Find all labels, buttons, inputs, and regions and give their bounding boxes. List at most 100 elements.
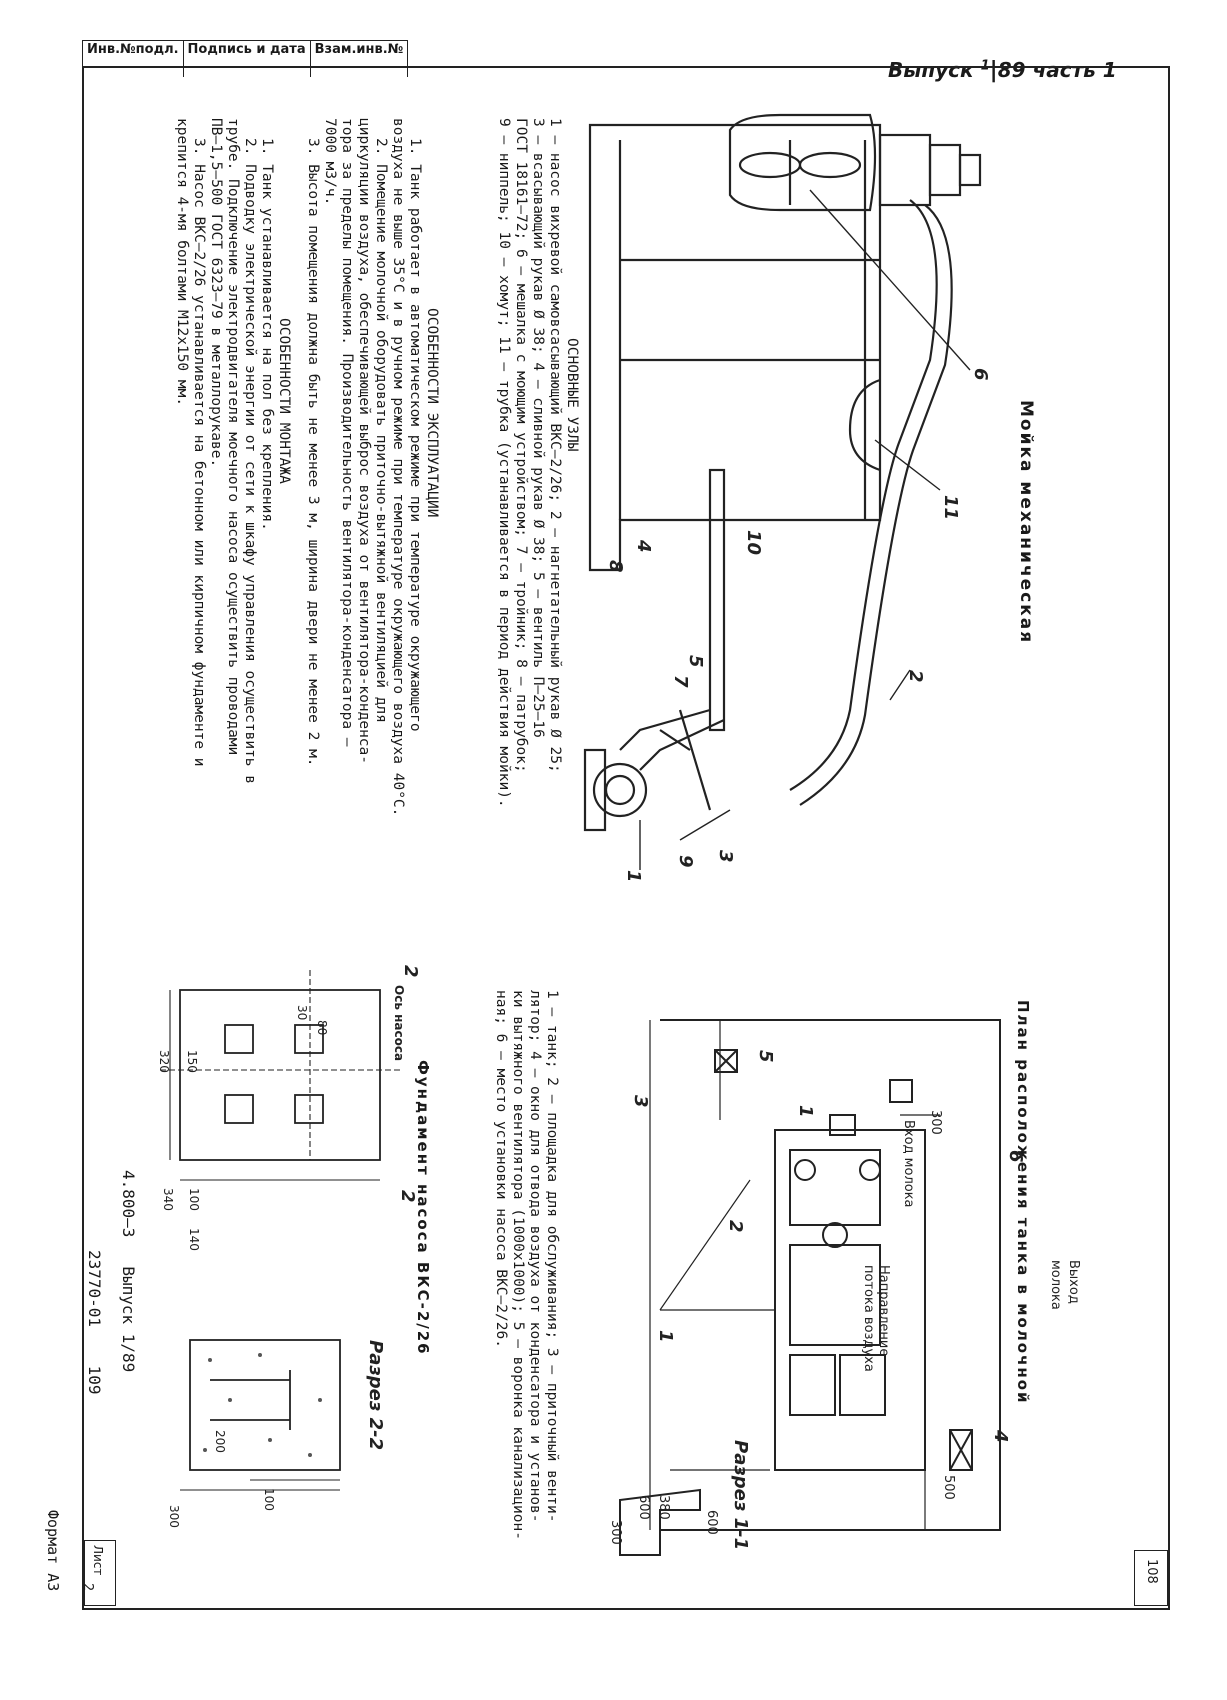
issue-label: Выпуск <box>888 58 974 82</box>
plan-legend-line-2: лятор; 4 – окно для отвода воздуха от ко… <box>527 990 543 1523</box>
foundation-dim-140: 140 <box>187 1228 201 1251</box>
main-nodes-block: ОСНОВНЫЕ УЗЛЫ 1 – насос вихревой самовса… <box>495 118 580 808</box>
foundation-cut-left: 2 <box>400 965 420 978</box>
plan-callout-6: 6 <box>1005 1150 1026 1163</box>
mounting-heading: ОСОБЕННОСТИ МОНТАЖА <box>276 318 292 484</box>
plan-dim-600v: 600 <box>636 1495 651 1520</box>
plan-callout-2: 2 <box>725 1220 746 1233</box>
callout-10: 10 <box>743 530 764 555</box>
callout-4: 4 <box>633 539 654 553</box>
titleblock-inv: 23770-01 109 <box>85 1250 104 1395</box>
mounting-line-3: трубе. Подключение электродвигателя моеч… <box>225 118 241 756</box>
mixer-body <box>728 113 877 212</box>
pressure-hose <box>789 199 938 791</box>
callout-8: 8 <box>605 560 626 573</box>
stamp-inv-no: Инв.№подл. <box>83 41 184 77</box>
plan-legend-line-1: 1 – танк; 2 – площадка для обслуживания;… <box>544 990 560 1523</box>
foundation-dim-100b: 100 <box>262 1488 276 1511</box>
mounting-line-1: 1. Танк устанавливается на пол без крепл… <box>259 138 275 531</box>
drawing-frame <box>82 66 1170 1610</box>
operation-line-4: циркуляции воздуха, обеспечивающей выбро… <box>356 118 372 765</box>
plan-callout-1b: 1 <box>795 1105 816 1118</box>
exhaust-window <box>949 1429 973 1471</box>
plan-legend: 1 – танк; 2 – площадка для обслуживания;… <box>492 990 560 1540</box>
plan-dim-500: 500 <box>941 1475 956 1500</box>
corner-page-number: 108 <box>1144 1559 1159 1584</box>
plan-legend-line-3: ки вытяжного вентилятора (1000х1000); 5 … <box>510 990 526 1540</box>
foundation-dim-150: 150 <box>185 1050 199 1073</box>
mounting-block: ОСОБЕННОСТИ МОНТАЖА 1. Танк устанавливае… <box>173 118 292 784</box>
washer-drawing: 6 11 2 10 8 4 5 7 3 9 1 <box>583 113 991 880</box>
callout-9: 9 <box>675 855 696 868</box>
foundation-dim-320: 320 <box>157 1050 171 1073</box>
issue-code: 89 <box>997 58 1026 82</box>
plan-legend-line-4: ная; 6 – место установки насоса ВКС–2/26… <box>493 990 509 1348</box>
tank-plan <box>774 1129 926 1471</box>
main-nodes-line-3: ГОСТ 18161–72; 6 – мешалка с моющим устр… <box>513 118 529 773</box>
issue-num: 1 <box>980 58 990 74</box>
foundation-axis-label: Ось насоса <box>392 985 406 1061</box>
plan-milk-out: Выход <box>1066 1260 1081 1304</box>
titleblock-format-text: Формат А3 <box>44 1510 62 1592</box>
callout-5: 5 <box>685 655 706 668</box>
operation-block: ОСОБЕННОСТИ ЭКСПЛУАТАЦИИ 1. Танк работае… <box>304 118 440 816</box>
callout-3: 3 <box>715 850 736 863</box>
titleblock-code: 4.800–3 <box>119 1170 138 1238</box>
plan-air-dir-1: Направление <box>876 1265 891 1356</box>
plan-milk-in: Вход молока <box>901 1120 916 1208</box>
operation-line-3: 2. Помещение молочной оборудовать приточ… <box>373 138 389 723</box>
titleblock-issue: Выпуск 1/89 <box>119 1266 138 1373</box>
room-wall <box>660 1019 1001 1531</box>
plan-drawing: Выход молока Вход молока Направление пот… <box>608 1019 1081 1556</box>
foundation-cut-right: 2 <box>397 1190 418 1203</box>
foundation-drawing: Ось насоса 80 30 150 320 100 140 340 200… <box>157 965 420 1528</box>
foundation-dim-340: 340 <box>161 1188 175 1211</box>
foundation-dim-300: 300 <box>167 1505 181 1528</box>
plan-section-label: Разрез 1-1 <box>730 1440 751 1550</box>
plan-callout-4: 4 <box>990 1429 1011 1443</box>
foundation-plan <box>179 989 381 1161</box>
main-nodes-line-2: 3 – всасывающий рукав Ø 38; 4 – сливной … <box>530 118 546 738</box>
mounting-line-2: 2. Подводку электрической энергии от сет… <box>242 138 258 785</box>
stamp-vzam-inv: Взам.инв.№ <box>314 42 404 57</box>
main-nodes-line-4: 9 – ниппель; 10 – хомут; 11 – трубка (ус… <box>496 118 512 808</box>
plan-callout-1: 1 <box>655 1330 676 1343</box>
titleblock-main: 4.800–3 Выпуск 1/89 <box>119 1170 138 1372</box>
callout-2: 2 <box>905 670 926 683</box>
issue-part: часть 1 <box>1032 58 1117 82</box>
operation-heading: ОСОБЕННОСТИ ЭКСПЛУАТАЦИИ <box>424 308 440 518</box>
plan-dim-300b: 300 <box>608 1520 623 1545</box>
foundation-section-label: Разрез 2-2 <box>365 1340 386 1450</box>
tank-outline <box>588 123 882 572</box>
callout-7: 7 <box>670 675 691 688</box>
operation-line-7: 3. Высота помещения должна быть не менее… <box>305 138 321 767</box>
callout-1: 1 <box>623 870 644 880</box>
operation-line-1: 1. Танк работает в автоматическом режиме… <box>407 138 423 732</box>
plan-milk-out-2: молока <box>1048 1260 1063 1310</box>
drawing-main-title: Мойка механическая <box>1016 400 1036 644</box>
callout-11: 11 <box>940 495 961 520</box>
section-1-1 <box>619 1488 701 1556</box>
drain-pipe <box>708 468 726 732</box>
titleblock-page: 109 <box>85 1365 104 1395</box>
supply-fan <box>714 1049 738 1073</box>
plan-air-dir-2: потока воздуха <box>861 1265 876 1372</box>
corner-page-box: 108 <box>1134 1550 1168 1606</box>
foundation-dim-100: 100 <box>187 1188 201 1211</box>
plan-dim-600: 600 <box>704 1510 719 1535</box>
foundation-dim-200: 200 <box>213 1430 227 1453</box>
stamp-sign-date: Подпись и дата <box>184 41 311 77</box>
main-nodes-line-1: 1 – насос вихревой самовсасывающий ВКС–2… <box>547 118 563 773</box>
pump-body <box>592 762 648 818</box>
drawing-main-title-text: Мойка механическая <box>1016 400 1036 645</box>
pump-place <box>889 1079 913 1103</box>
plan-callout-3: 3 <box>630 1095 651 1108</box>
sheet-box: Лист 2 <box>80 1540 116 1606</box>
mounting-line-4: ПВ–1,5–500 ГОСТ 6323–79 в металлорукаве. <box>208 118 224 468</box>
sheet-number: 2 <box>80 1583 95 1592</box>
mounting-line-5: 3. Насос ВКС–2/26 устанавливается на бет… <box>191 138 207 767</box>
foundation-section <box>189 1339 341 1471</box>
issue-header: Выпуск 1|89 часть 1 <box>888 58 1117 83</box>
operation-line-6: 7000 м3/ч. <box>322 118 338 206</box>
main-nodes-heading: ОСНОВНЫЕ УЗЛЫ <box>564 338 580 452</box>
